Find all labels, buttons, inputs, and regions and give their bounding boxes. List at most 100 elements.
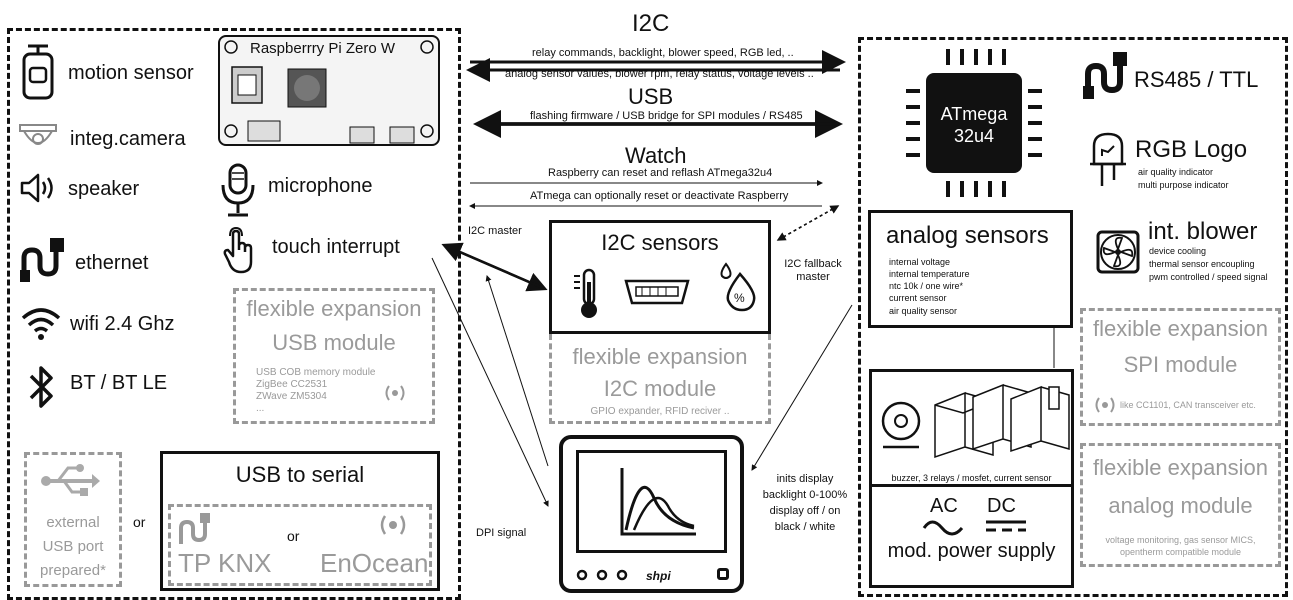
- rs485-cable-icon: [1083, 52, 1127, 99]
- brand-logo: shpi: [646, 569, 671, 583]
- spi-module-title2: SPI module: [1123, 352, 1238, 377]
- analog-sensors-title: analog sensors: [886, 222, 1049, 249]
- wireless-icon: [1095, 397, 1115, 413]
- thermometer-icon: [574, 268, 597, 318]
- microphone-icon: [221, 163, 255, 217]
- usb-to-serial-inner: [168, 504, 432, 586]
- display-note: inits display: [776, 473, 834, 485]
- rgb-logo-title: RGB Logo: [1135, 136, 1248, 163]
- usb-module-box: [233, 288, 435, 424]
- dc-label: DC: [987, 495, 1016, 517]
- mcu-label: 32u4: [953, 126, 995, 146]
- i2c-title: I2C: [632, 10, 670, 37]
- relays-buzzer-icon: [881, 383, 1070, 459]
- external-usb-line: prepared*: [40, 562, 106, 579]
- display-device: [559, 435, 744, 593]
- ac-label: AC: [930, 495, 958, 517]
- enocean-label: EnOcean: [320, 548, 429, 578]
- analog-sensor-line: internal temperature: [889, 269, 970, 279]
- bluetooth-icon: [29, 366, 53, 408]
- rgb-logo-line: air quality indicator: [1138, 167, 1214, 177]
- i2c-line2: analog sensor values, blower rpm, relay …: [505, 68, 814, 80]
- speaker-label: speaker: [68, 178, 140, 200]
- knx-cable-icon: [179, 513, 210, 544]
- i2c-module-box: [549, 334, 771, 424]
- bluetooth-label: BT / BT LE: [70, 372, 168, 394]
- analog-module-title2: analog module: [1108, 493, 1253, 518]
- touch-interrupt-label: touch interrupt: [272, 236, 400, 258]
- external-usb-line: external: [46, 514, 100, 531]
- dpi-label: DPI signal: [476, 527, 527, 539]
- rs485-label: RS485 / TTL: [1134, 67, 1259, 92]
- usb-icon: [41, 464, 100, 496]
- display-note: black / white: [774, 521, 836, 533]
- spi-module-sub: like CC1101, CAN transceiver etc.: [1120, 400, 1256, 410]
- led-icon: [1090, 132, 1126, 186]
- analog-sensor-line: internal voltage: [889, 257, 951, 267]
- analog-sensor-line: air quality sensor: [889, 306, 958, 316]
- usb-module-title2: USB module: [272, 330, 396, 355]
- watch-line2: ATmega can optionally reset or deactivat…: [530, 190, 789, 202]
- i2c-module-title1: flexible expansion: [572, 344, 748, 369]
- usb-module-line: USB COB memory module: [256, 367, 376, 378]
- camera-label: integ.camera: [70, 128, 186, 150]
- or-label: or: [287, 528, 300, 544]
- or-label: or: [133, 514, 146, 530]
- display-note: backlight 0-100%: [762, 489, 848, 501]
- analog-module-line: opentherm compatible module: [1119, 547, 1242, 557]
- i2c-sensors-title: I2C sensors: [601, 230, 719, 255]
- relay-caption: buzzer, 3 relays / mosfet, current senso…: [891, 473, 1052, 483]
- motion-sensor-icon: [22, 44, 54, 100]
- analog-module-line: voltage monitoring, gas sensor MICS,: [1105, 535, 1256, 545]
- usb-module-line: ZigBee CC2531: [256, 379, 328, 390]
- spi-module-title1: flexible expansion: [1093, 316, 1268, 341]
- ac-dc-symbol-icon: [922, 520, 1026, 536]
- raspberry-pi-title: Raspberrry Pi Zero W: [250, 40, 396, 57]
- device-buttons-icon: [576, 569, 628, 581]
- microphone-label: microphone: [268, 175, 373, 197]
- i2c-module-sub: GPIO expander, RFID reciver ..: [590, 406, 730, 417]
- humidity-icon: %: [720, 262, 756, 312]
- external-usb-line: USB port: [42, 538, 104, 555]
- mcu-label: ATmega: [940, 104, 1008, 124]
- enocean-wireless-icon: [380, 515, 406, 535]
- microcontroller-chip-icon: [906, 49, 1042, 197]
- i2c-master-label: I2C master: [468, 225, 522, 237]
- wifi-label: wifi 2.4 Ghz: [70, 313, 175, 335]
- device-square-button: [717, 568, 729, 580]
- chart-graphic-icon: [620, 468, 696, 536]
- i2c-line1: relay commands, backlight, blower speed,…: [532, 47, 794, 59]
- usb-to-serial-title: USB to serial: [235, 462, 365, 487]
- pressure-sensor-icon: [624, 279, 690, 305]
- blower-line: pwm controlled / speed signal: [1149, 272, 1268, 282]
- usb-title: USB: [628, 84, 674, 109]
- i2c-fallback-label: master: [796, 271, 830, 283]
- analog-sensors-box: [868, 210, 1073, 328]
- wireless-icon: [385, 385, 405, 401]
- display-screen: [576, 450, 727, 553]
- usb-line: flashing firmware / USB bridge for SPI m…: [530, 110, 803, 122]
- usb-module-line: ZWave ZM5304: [256, 391, 327, 402]
- i2c-fallback-label: I2C fallback: [784, 258, 842, 270]
- ethernet-icon: [20, 238, 64, 282]
- watch-line1: Raspberry can reset and reflash ATmega32…: [548, 167, 773, 179]
- wifi-icon: [21, 308, 61, 340]
- usb-to-serial-box: [160, 451, 440, 591]
- atmega-group: [858, 37, 1288, 597]
- external-usb-box: [24, 452, 122, 587]
- power-supply-box: [869, 487, 1074, 588]
- blower-line: thermal sensor encoupling: [1149, 259, 1255, 269]
- touch-icon: [223, 226, 253, 274]
- speaker-icon: [20, 173, 53, 203]
- watch-title: Watch: [625, 143, 687, 168]
- motion-sensor-label: motion sensor: [68, 62, 194, 84]
- camera-icon: [19, 124, 57, 145]
- fan-icon: [1096, 230, 1140, 274]
- raspberry-pi-components-icon: [224, 40, 434, 144]
- usb-module-title1: flexible expansion: [246, 296, 422, 321]
- display-note: display off / on: [769, 505, 841, 517]
- svg-text:%: %: [734, 291, 745, 305]
- analog-sensor-line: ntc 10k / one wire*: [889, 281, 964, 291]
- blower-line: device cooling: [1149, 246, 1207, 256]
- blower-title: int. blower: [1148, 218, 1258, 245]
